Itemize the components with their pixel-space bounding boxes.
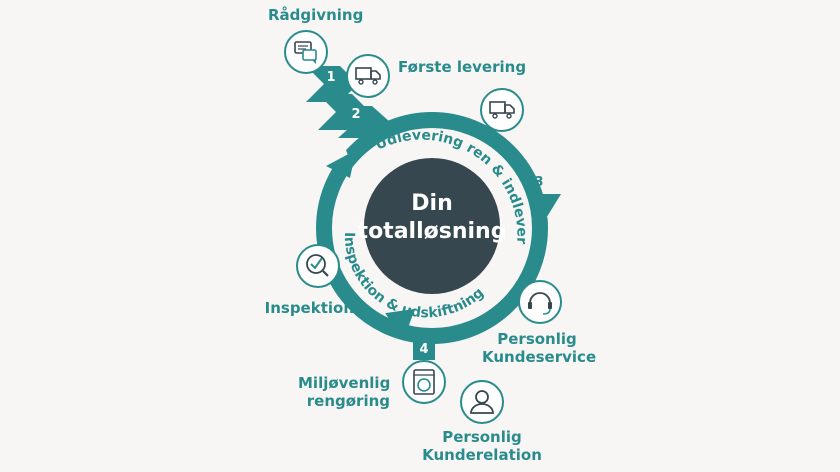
step-number-4: 4 [419,342,428,357]
label-kundeservice-line2: Kundeservice [482,348,597,366]
label-kundeservice: Personlig Kundeservice [482,330,597,366]
center-title-line1: Din [411,191,452,216]
step-number-1: 1 [326,70,335,85]
label-miljoevenlig: Miljøvenlig rengøring [298,374,390,410]
label-miljoevenlig-line1: Miljøvenlig [298,374,391,392]
label-kunderelation-line2: Kunderelation [422,446,542,464]
center-title-line2: totalløsning [358,219,507,244]
chat-icon [284,30,328,74]
entry-arrow [306,66,390,138]
label-kunderelation: Personlig Kunderelation [420,428,544,464]
label-miljoevenlig-line2: rengøring [306,392,390,410]
checkmark-search-icon [296,244,340,288]
label-foerste-levering: Første levering [398,58,527,76]
label-raadgivning: Rådgivning [268,6,364,24]
label-inspektion: Inspektion [264,299,354,317]
step-number-2: 2 [351,107,360,122]
step-number-3: 3 [534,175,543,190]
ring-arrowheads [326,150,561,341]
washing-machine-icon [402,360,446,404]
person-icon [460,380,504,424]
truck-icon [346,54,390,98]
step-4-stem [413,330,435,360]
label-kunderelation-line1: Personlig [442,428,522,446]
truck-icon [480,88,524,132]
headset-icon [518,280,562,324]
label-kundeservice-line1: Personlig [497,330,577,348]
center-circle [364,158,500,294]
